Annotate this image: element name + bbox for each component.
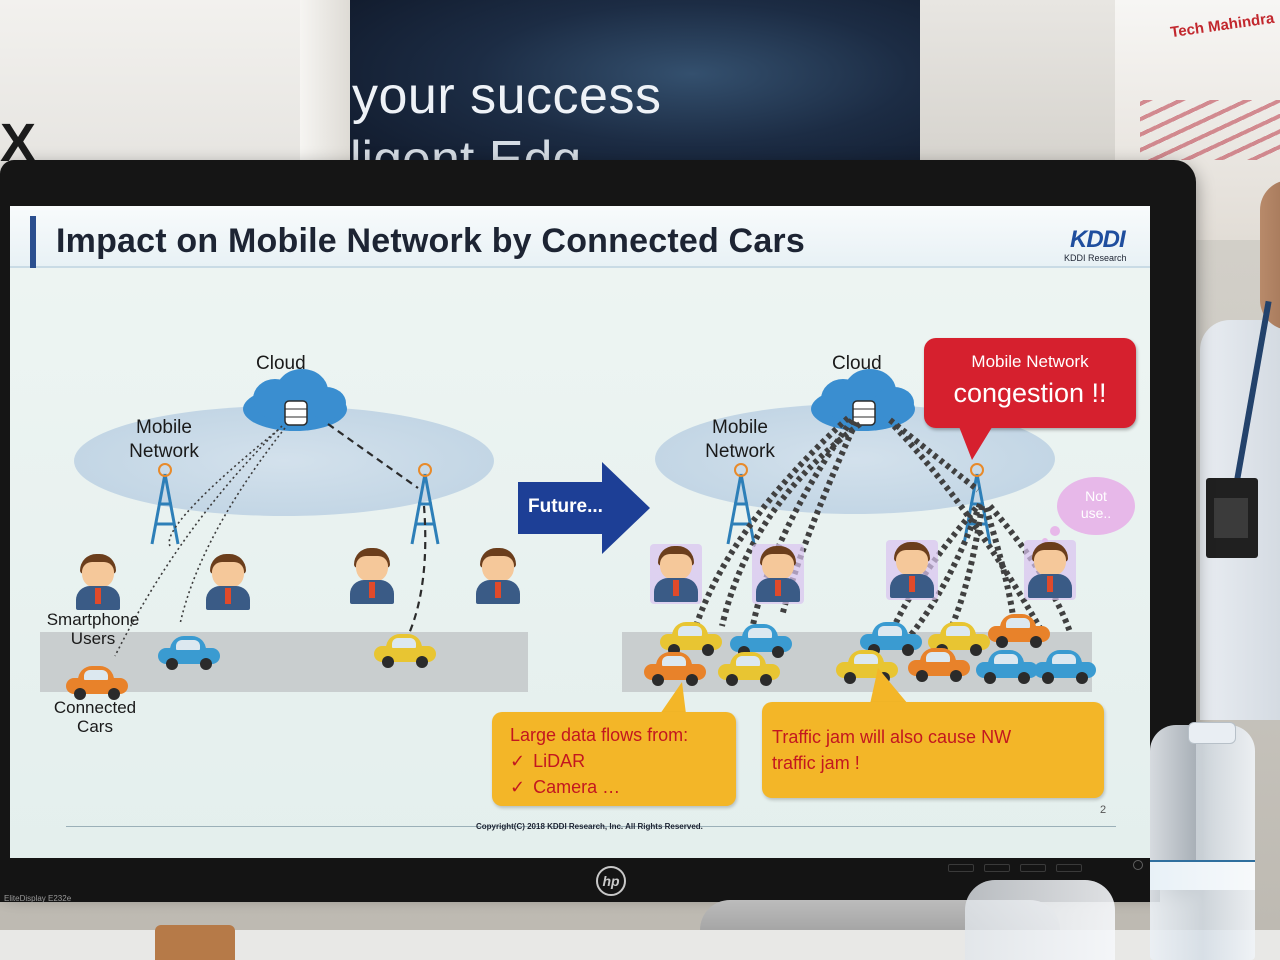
connected-car-icon	[66, 666, 128, 700]
slide-page-number: 2	[1100, 804, 1107, 816]
check-icon: ✓	[510, 751, 526, 771]
monitor-buttons	[948, 864, 1082, 872]
users-label-line2: Users	[70, 629, 116, 648]
connected-car-icon	[908, 648, 970, 682]
cell-tower-icon	[410, 463, 440, 545]
smartphone-user-avatar	[350, 548, 394, 604]
cloud-label-left: Cloud	[256, 353, 306, 374]
traffic-jam-callout	[762, 702, 1104, 798]
future-arrow-label: Future...	[528, 496, 603, 517]
monitor-button[interactable]	[1056, 864, 1082, 872]
connected-car-icon	[158, 636, 220, 670]
smartphone-user-avatar	[206, 554, 250, 610]
connected-car-icon	[644, 652, 706, 686]
monitor-chin	[0, 860, 1160, 902]
data-flows-heading: Large data flows from:	[510, 725, 689, 745]
water-bottle-back	[965, 880, 1115, 960]
booth-banner: your success ligent Edg	[350, 0, 920, 185]
hp-logo-icon: hp	[596, 866, 626, 896]
congestion-text-line1: Mobile Network	[971, 352, 1089, 371]
traffic-jam-line2: traffic jam !	[772, 753, 860, 773]
kddi-logo-subtitle: KDDI Research	[1064, 253, 1127, 263]
water-bottle-label	[1150, 860, 1255, 890]
connected-car-icon	[976, 650, 1038, 684]
congestion-callout-tail	[958, 424, 994, 460]
power-button-icon[interactable]	[1133, 860, 1143, 870]
water-bottle	[1150, 725, 1255, 960]
connected-car-icon	[660, 622, 722, 656]
coffee-cup	[155, 925, 235, 960]
badge-holder	[1206, 478, 1258, 558]
smartphone-users-label: Smartphone Users	[34, 610, 152, 648]
network-label-line2: Network	[129, 441, 199, 462]
mobile-network-label-right: Mobile Network	[694, 416, 786, 464]
data-link-lines-left	[114, 425, 286, 657]
presentation-slide: Impact on Mobile Network by Connected Ca…	[10, 206, 1150, 858]
traffic-jam-line1: Traffic jam will also cause NW	[772, 727, 1012, 747]
data-flows-callout-text: Large data flows from: ✓ LiDAR ✓ Camera …	[510, 722, 688, 800]
kddi-logo: KDDI	[1070, 226, 1126, 253]
footer-divider	[66, 826, 1116, 827]
person-head	[1260, 180, 1280, 330]
data-flows-item: ✓ LiDAR	[510, 748, 688, 774]
network-label-line1: Mobile	[712, 417, 768, 438]
smartphone-user-avatar	[752, 544, 804, 604]
cars-label-line2: Cars	[77, 717, 113, 736]
slide-copyright: Copyright(C) 2018 KDDI Research, Inc. Al…	[476, 822, 703, 831]
data-flows-callout	[492, 712, 736, 806]
monitor-button[interactable]	[1020, 864, 1046, 872]
cloud-icon	[243, 369, 347, 431]
monitor-button[interactable]	[948, 864, 974, 872]
data-flows-item: ✓ Camera …	[510, 774, 688, 800]
network-label-line1: Mobile	[136, 417, 192, 438]
cloud-icon	[811, 369, 915, 431]
traffic-jam-callout-tail	[870, 668, 908, 704]
data-flows-callout-tail	[660, 682, 686, 714]
future-arrow-icon	[518, 462, 650, 554]
traffic-jam-callout-text: Traffic jam will also cause NW traffic j…	[772, 724, 1011, 776]
cars-label-line1: Connected	[53, 698, 137, 717]
not-use-text: Not use..	[1060, 488, 1132, 522]
smartphone-user-avatar	[476, 548, 520, 604]
smartphone-user-avatar	[886, 540, 938, 600]
not-use-line2: use..	[1080, 505, 1112, 521]
water-bottle-cap	[1188, 722, 1236, 744]
smartphone-user-avatar	[650, 544, 702, 604]
connected-car-icon	[1034, 650, 1096, 684]
smartphone-user-avatar	[76, 554, 120, 610]
slide-title-bar	[10, 206, 1150, 268]
connected-car-icon	[928, 622, 990, 656]
cloud-label-right: Cloud	[832, 353, 882, 374]
not-use-thought-bubble	[1060, 480, 1132, 532]
not-use-line1: Not	[1085, 488, 1107, 504]
monitor-button[interactable]	[984, 864, 1010, 872]
data-flows-item-label: LiDAR	[533, 751, 586, 771]
connected-cars-label: Connected Cars	[40, 698, 150, 736]
smartphone-user-avatar	[1024, 540, 1076, 600]
banner-text-line1: your success	[352, 67, 662, 125]
decorative-streak	[1140, 100, 1280, 160]
mobile-network-label-left: Mobile Network	[118, 416, 210, 464]
connected-car-icon	[718, 652, 780, 686]
title-accent-bar	[30, 216, 36, 268]
congestion-text-line2: congestion !!	[953, 378, 1107, 408]
diagram-graphics	[114, 369, 1073, 657]
thought-dot	[1050, 526, 1060, 536]
check-icon: ✓	[510, 777, 526, 797]
congestion-callout	[924, 338, 1136, 428]
network-label-line2: Network	[705, 441, 775, 462]
cell-tower-icon	[726, 463, 756, 545]
users-label-line1: Smartphone	[46, 610, 140, 629]
data-link-lines-left-dashed	[327, 423, 427, 637]
cell-tower-icon	[150, 463, 180, 545]
data-flows-item-label: Camera …	[533, 777, 621, 797]
monitor-model-label: EliteDisplay E232e	[4, 894, 72, 903]
data-link-lines-congested	[693, 415, 1073, 638]
connected-car-icon	[374, 634, 436, 668]
connected-car-icon	[988, 614, 1050, 648]
slide-title: Impact on Mobile Network by Connected Ca…	[56, 222, 805, 260]
